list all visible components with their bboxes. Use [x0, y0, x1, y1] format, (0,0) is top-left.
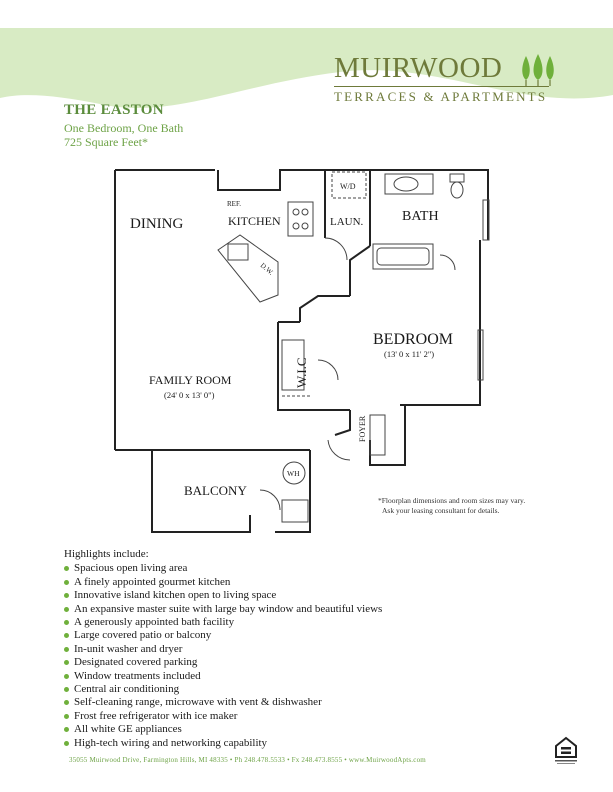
- brand-logo: MUIRWOOD TERRACES & APARTMENTS: [334, 52, 558, 105]
- brand-divider: [334, 86, 549, 87]
- list-item: Self-cleaning range, microwave with vent…: [64, 696, 382, 709]
- disclaimer-line-1: *Floorplan dimensions and room sizes may…: [378, 496, 526, 505]
- unit-type: One Bedroom, One Bath: [64, 121, 184, 135]
- list-item: A finely appointed gourmet kitchen: [64, 576, 382, 589]
- disclaimer-line-2: Ask your leasing consultant for details.: [382, 506, 500, 515]
- bullet-icon: [64, 727, 69, 733]
- label-bedroom: BEDROOM: [373, 331, 453, 348]
- label-ref: REF.: [227, 200, 241, 208]
- label-wic: W.I.C: [294, 357, 309, 388]
- bullet-icon: [64, 646, 69, 652]
- label-kitchen: KITCHEN: [228, 214, 281, 228]
- list-item: Designated covered parking: [64, 656, 382, 669]
- label-bedroom-size: (13' 0 x 11' 2"): [384, 349, 434, 359]
- label-laundry: LAUN.: [330, 216, 364, 228]
- header-wave-background: [0, 28, 613, 109]
- list-item: Frost free refrigerator with ice maker: [64, 710, 382, 723]
- label-foyer: FOYER: [358, 415, 367, 442]
- bullet-icon: [64, 566, 69, 572]
- bullet-icon: [64, 620, 69, 626]
- list-item: In-unit washer and dryer: [64, 643, 382, 656]
- bullet-icon: [64, 713, 69, 719]
- list-item: Window treatments included: [64, 670, 382, 683]
- list-item: An expansive master suite with large bay…: [64, 603, 382, 616]
- list-item: Central air conditioning: [64, 683, 382, 696]
- bullet-icon: [64, 606, 69, 612]
- label-dining: DINING: [130, 216, 183, 232]
- trees-logo-icon: [522, 54, 554, 86]
- bullet-icon: [64, 687, 69, 693]
- bullet-icon: [64, 700, 69, 706]
- footer-contact: 35055 Muirwood Drive, Farmington Hills, …: [69, 756, 426, 764]
- label-bath: BATH: [402, 209, 439, 224]
- list-item: Large covered patio or balcony: [64, 629, 382, 642]
- bullet-icon: [64, 673, 69, 679]
- list-item: All white GE appliances: [64, 723, 382, 736]
- label-family-room: FAMILY ROOM: [149, 373, 232, 387]
- highlights-section: Highlights include: Spacious open living…: [64, 548, 382, 750]
- brand-name: MUIRWOOD: [334, 52, 503, 84]
- bullet-icon: [64, 740, 69, 746]
- unit-name: THE EASTON: [64, 102, 164, 118]
- unit-description: One Bedroom, One Bath 725 Square Feet*: [64, 121, 183, 149]
- list-item: Spacious open living area: [64, 562, 382, 575]
- bullet-icon: [64, 633, 69, 639]
- list-item: Innovative island kitchen open to living…: [64, 589, 382, 602]
- label-wd: W/D: [340, 182, 356, 191]
- label-wh: WH: [287, 469, 300, 478]
- equal-housing-icon: [555, 736, 577, 764]
- floorplan-disclaimer: *Floorplan dimensions and room sizes may…: [378, 496, 525, 516]
- list-item: A generously appointed bath facility: [64, 616, 382, 629]
- brand-subtitle: TERRACES & APARTMENTS: [334, 89, 548, 104]
- bullet-icon: [64, 579, 69, 585]
- highlights-list: Spacious open living area A finely appoi…: [64, 562, 382, 750]
- floorplan-drawing: DINING KITCHEN REF. D.W. LAUN. W/D BATH …: [114, 169, 490, 533]
- unit-area: 725 Square Feet*: [64, 135, 148, 149]
- bullet-icon: [64, 660, 69, 666]
- label-dw: D.W.: [259, 261, 275, 277]
- list-item: High-tech wiring and networking capabili…: [64, 737, 382, 750]
- label-balcony: BALCONY: [184, 483, 247, 498]
- highlights-title: Highlights include:: [64, 548, 149, 560]
- bullet-icon: [64, 593, 69, 599]
- label-family-room-size: (24' 0 x 13' 0"): [164, 390, 215, 400]
